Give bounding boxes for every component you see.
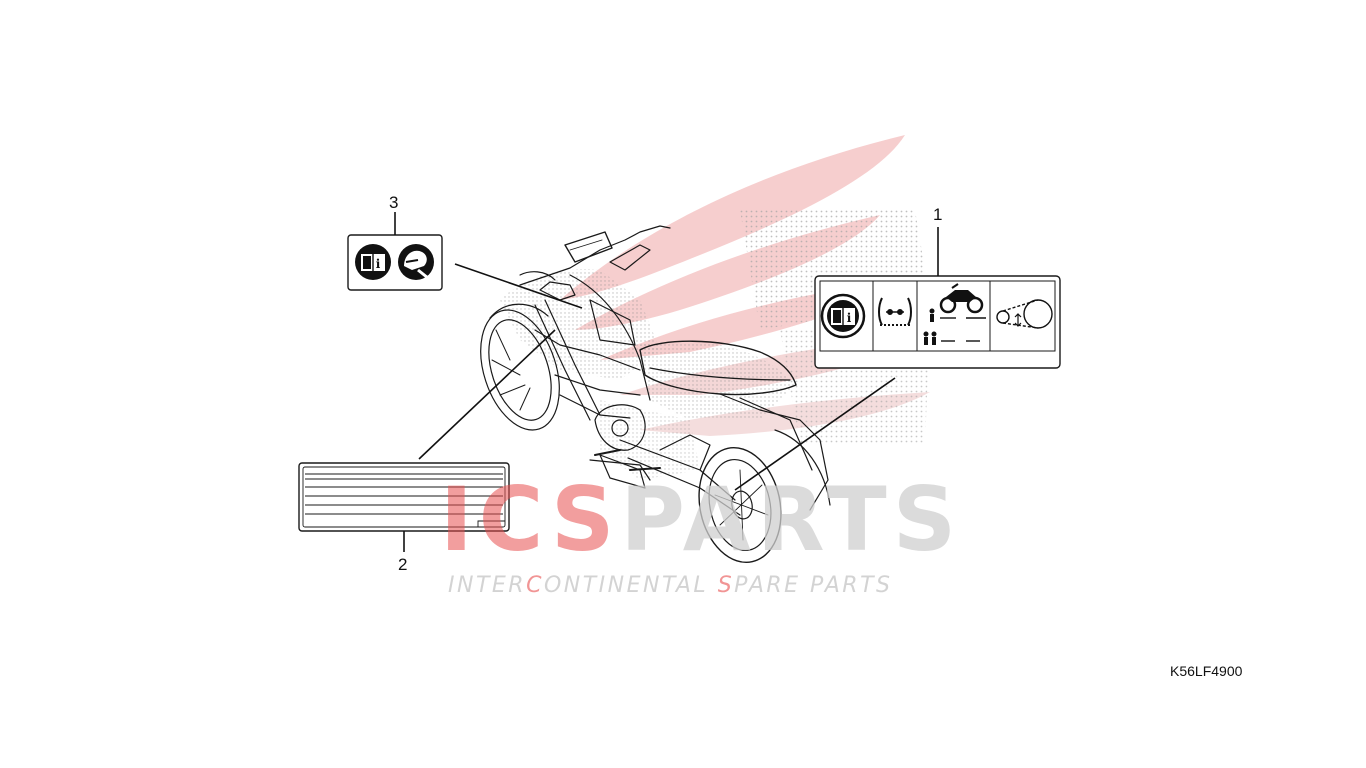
chain-slack-icon <box>996 299 1053 329</box>
logo-parts: PARTS <box>620 468 963 571</box>
tagline-part: INTER <box>448 573 527 598</box>
tagline-part: C <box>526 573 544 598</box>
logo-ics: ICS <box>440 468 621 571</box>
ics-tagline: INTERCONTINENTAL SPARE PARTS <box>448 575 892 597</box>
manual-book-icon: i <box>820 293 866 339</box>
svg-text:i: i <box>376 257 381 271</box>
leader-line-1 <box>734 377 896 491</box>
tire-pressure-icon <box>878 297 912 326</box>
manual-book-icon: i <box>355 244 391 280</box>
rider-icon <box>929 308 956 322</box>
tagline-part: PARE PARTS <box>734 573 893 598</box>
tagline-part: S <box>717 573 735 598</box>
svg-text:i: i <box>847 311 852 325</box>
leader-lines <box>394 212 939 552</box>
motorcycle-drawing <box>480 225 831 564</box>
callout-3: 3 <box>389 193 399 212</box>
tagline-part: ONTINENTAL <box>543 573 718 598</box>
diagram-part-code: K56LF4900 <box>1170 663 1243 679</box>
helmet-wrench-icon <box>398 244 434 280</box>
callout-1: 1 <box>933 205 943 224</box>
leader-line-2 <box>418 329 556 460</box>
leader-line-3 <box>454 263 583 309</box>
motorcycle-icon <box>939 283 986 319</box>
passenger-icon <box>923 331 980 345</box>
callout-2: 2 <box>398 555 408 574</box>
label-3: i <box>347 234 443 291</box>
ics-parts-logo: ICSPARTS <box>440 476 962 564</box>
label-1: i <box>814 275 1061 369</box>
